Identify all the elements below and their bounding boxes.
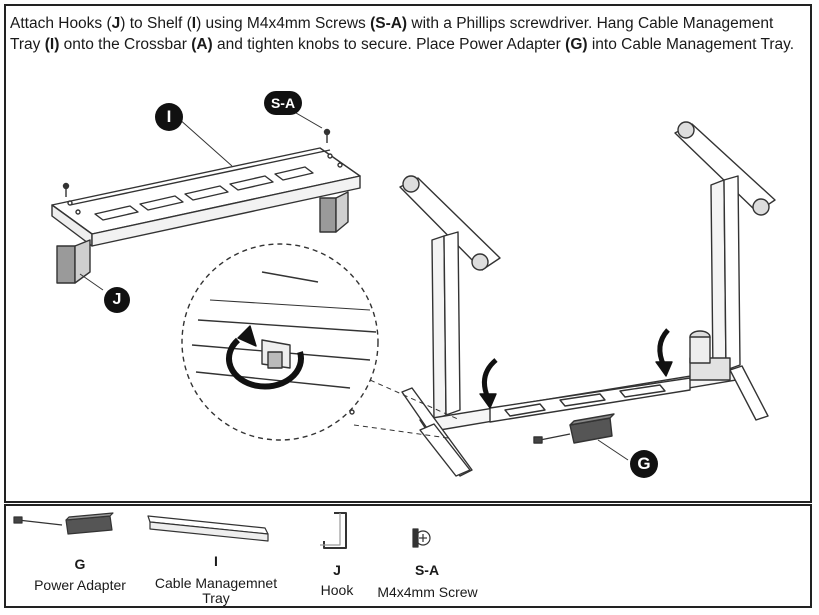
cable-tray-drawing	[51, 128, 361, 284]
callout-tray: I	[155, 103, 183, 131]
part-code-g: G	[74, 556, 86, 572]
part-name-j: Hook	[320, 582, 354, 598]
hook-icon	[320, 512, 347, 549]
instruction-ref-i: I	[191, 15, 197, 32]
instruction-ref-j: J	[111, 15, 121, 32]
instruction-ref-g: (G)	[565, 36, 588, 53]
callout-adapter: G	[630, 450, 658, 478]
instruction-panel	[4, 4, 812, 503]
cable-tray-icon	[147, 515, 269, 542]
instruction-segment: ) using M4x4mm Screws	[196, 15, 371, 32]
instruction-ref-sa: (S-A)	[370, 15, 408, 32]
part-code-j: J	[333, 562, 341, 578]
instruction-segment: onto the Crossbar	[59, 36, 192, 53]
instruction-segment: with a Phillips screwdriver. Hang Cable …	[10, 15, 774, 53]
instruction-ref-i: (I)	[44, 36, 60, 53]
instruction-segment: into Cable Management Tray.	[587, 36, 795, 53]
part-code-sa: S-A	[414, 562, 440, 578]
instruction-ref-a: (A)	[191, 36, 213, 53]
callout-hook: J	[104, 287, 130, 313]
instruction-segment: Attach Hooks (	[10, 15, 112, 32]
screw-icon	[412, 528, 431, 548]
power-adapter-icon	[13, 512, 114, 535]
instruction-segment: and tighten knobs to secure. Place Power…	[212, 36, 566, 53]
part-name-sa: M4x4mm Screw	[377, 584, 478, 600]
instruction-segment: ) to Shelf (	[120, 15, 192, 32]
instruction-text: Attach Hooks (J) to Shelf (I) using M4x4…	[10, 13, 800, 55]
desk-frame-drawing	[399, 121, 776, 477]
callout-screw: S-A	[264, 91, 302, 115]
part-name-g: Power Adapter	[34, 577, 126, 593]
part-code-i: I	[214, 553, 218, 569]
part-name-i: Cable Managemnet Tray	[154, 575, 278, 606]
parts-list	[4, 504, 812, 608]
